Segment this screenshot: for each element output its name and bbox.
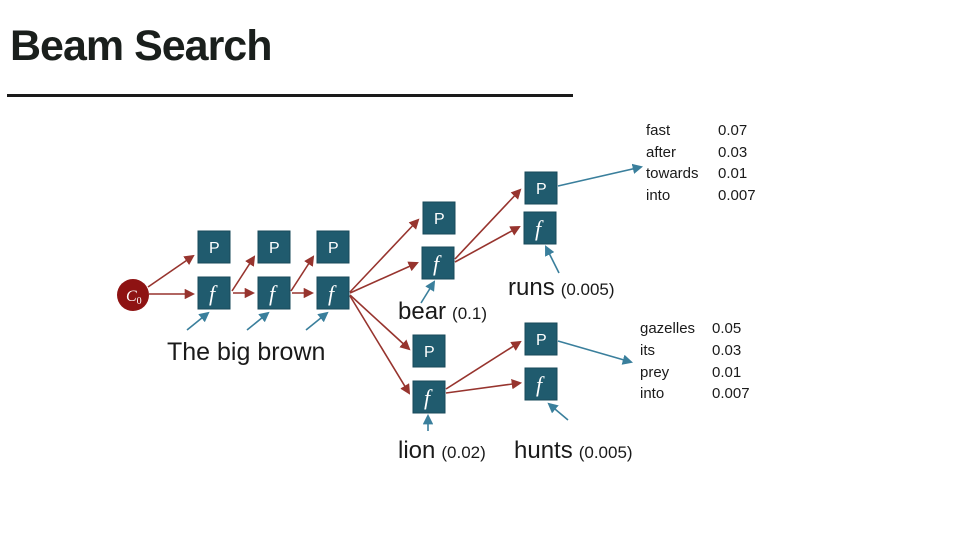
p-box-runs-label: P [536, 181, 547, 198]
f-box-1-label: f [209, 281, 218, 306]
word-list-top-word: towards [646, 165, 699, 182]
arrow-the-to-f1 [186, 311, 210, 331]
word-list-bottom-value: 0.03 [712, 342, 741, 359]
arrow-runsp-to-wordlist [557, 163, 644, 187]
p-box-runs [524, 171, 558, 205]
word-list-top-value: 0.007 [718, 187, 756, 204]
context-node-label: C0 [126, 288, 142, 307]
hunts-label: hunts(0.005) [514, 437, 633, 464]
arrow-c0-to-p1 [147, 254, 195, 288]
word-list-top-value: 0.01 [718, 165, 747, 182]
arrow-f2-to-p3 [290, 255, 315, 292]
word-list-bottom-word: into [640, 385, 664, 402]
f-box-3-label: f [328, 281, 337, 306]
word-list-bottom-word: its [640, 342, 655, 359]
title-underline [7, 94, 573, 97]
lion-label: lion(0.02) [398, 437, 486, 464]
arrow-f1-to-p2 [231, 255, 256, 292]
arrow-big-to-f2 [246, 311, 270, 331]
word-list-bottom-value: 0.05 [712, 320, 741, 337]
word-list-bottom-value: 0.007 [712, 385, 750, 402]
f-box-3 [316, 276, 350, 310]
arrow-bear-to-bearf [420, 280, 436, 304]
p-box-bear-label: P [434, 211, 445, 228]
context-node-c0 [117, 279, 149, 311]
arrow-f3-to-lion-f [349, 295, 411, 395]
arrow-lionf-to-hunts-p [445, 340, 522, 390]
p-box-2 [257, 230, 291, 264]
word-list-bottom: gazelles 0.05 its 0.03 prey 0.01 into 0.… [640, 320, 750, 402]
f-box-2 [257, 276, 291, 310]
red-arrows [147, 188, 523, 395]
runs-label: runs(0.005) [508, 274, 615, 301]
arrow-brown-to-f3 [305, 311, 329, 331]
word-list-top: fast 0.07 after 0.03 towards 0.01 into 0… [646, 122, 756, 204]
f-box-2-label: f [269, 281, 278, 306]
bear-label: bear(0.1) [398, 298, 487, 325]
word-list-top-value: 0.03 [718, 144, 747, 161]
teal-arrows [186, 163, 644, 431]
p-box-1-label: P [209, 240, 220, 257]
p-box-3 [316, 230, 350, 264]
arrow-runs-to-runsf [545, 245, 560, 274]
p-box-2-label: P [269, 240, 280, 257]
p-box-1 [197, 230, 231, 264]
word-list-top-word: after [646, 144, 676, 161]
word-list-bottom-word: prey [640, 364, 670, 381]
arrow-hunts-to-huntsf [547, 402, 569, 421]
f-box-1 [197, 276, 231, 310]
word-list-top-word: fast [646, 122, 671, 139]
f-box-bear [421, 246, 455, 280]
p-box-hunts [524, 322, 558, 356]
word-list-bottom-value: 0.01 [712, 364, 741, 381]
arrow-lionf-to-hunts-f [445, 378, 523, 394]
f-box-lion-label: f [424, 385, 433, 410]
p-box-hunts-label: P [536, 332, 547, 349]
word-list-top-word: into [646, 187, 670, 204]
f-box-runs [523, 211, 557, 245]
p-box-lion [412, 334, 446, 368]
f-box-lion [412, 380, 446, 414]
arrow-bearf-to-runs-p [454, 188, 522, 260]
p-box-bear [422, 201, 456, 235]
f-box-hunts [524, 367, 558, 401]
input-phrase-label: The big brown [167, 338, 325, 366]
arrow-huntsp-to-wordlist [557, 340, 633, 365]
word-list-bottom-word: gazelles [640, 320, 695, 337]
f-box-hunts-label: f [536, 372, 545, 397]
f-box-bear-label: f [433, 251, 442, 276]
p-box-3-label: P [328, 240, 339, 257]
arrow-bearf-to-runs-f [454, 226, 521, 263]
page-title: Beam Search [10, 22, 272, 70]
f-box-runs-label: f [535, 216, 544, 241]
arrow-f3-to-bear-f [349, 261, 419, 294]
arrow-f3-to-bear-p [349, 218, 420, 293]
arrow-f3-to-lion-p [349, 294, 411, 351]
p-box-lion-label: P [424, 344, 435, 361]
word-list-top-value: 0.07 [718, 122, 747, 139]
